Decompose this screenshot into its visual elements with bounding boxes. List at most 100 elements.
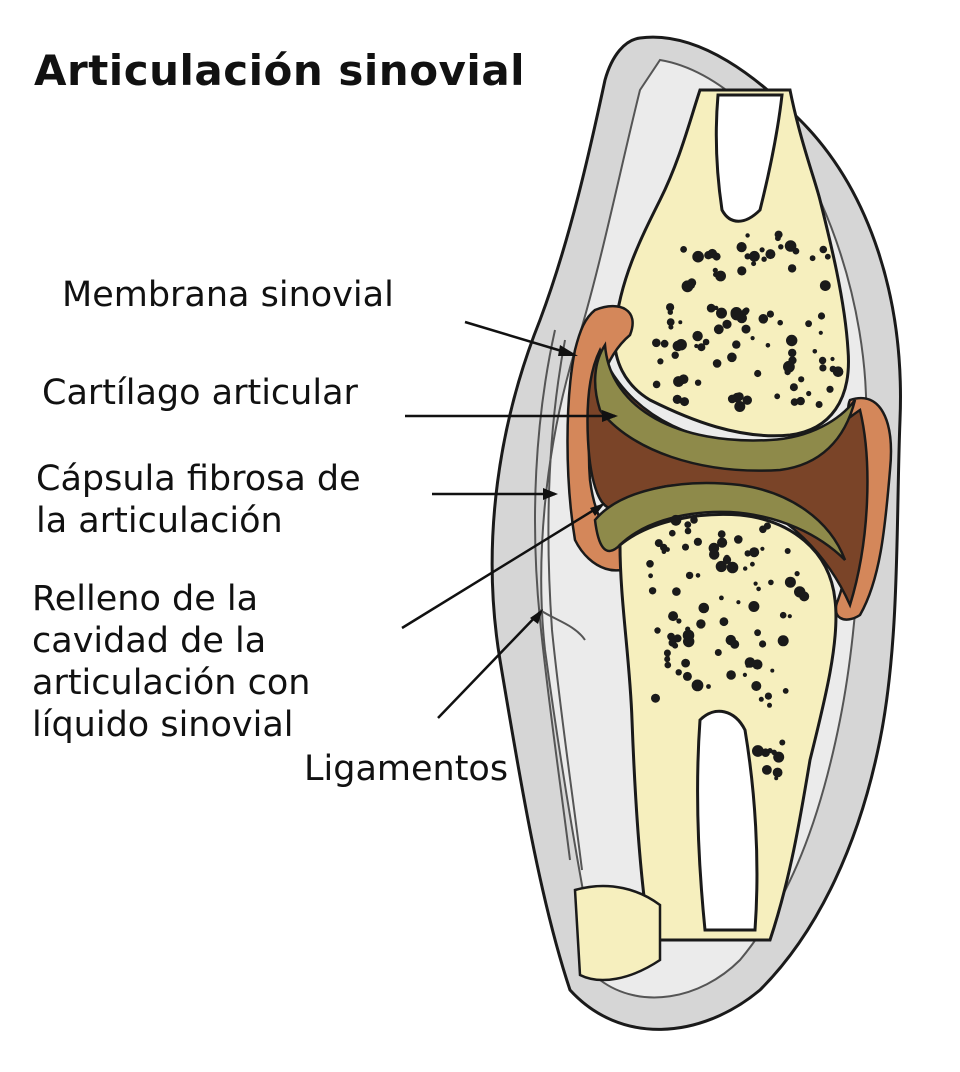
- bone-texture-dot: [824, 253, 831, 260]
- bone-texture-dot: [789, 383, 798, 392]
- bone-texture-dot: [786, 334, 798, 347]
- lower-bone-shaft-end: [573, 884, 662, 982]
- label-ligamentos: Ligamentos: [304, 749, 509, 789]
- bone-texture-dot: [681, 658, 690, 668]
- bone-texture-dot: [798, 376, 805, 383]
- bone-texture-dot: [717, 530, 726, 538]
- bone-texture-dot: [784, 548, 791, 554]
- bone-texture-dot: [779, 739, 786, 746]
- bone-texture-dot: [819, 245, 828, 254]
- bone-texture-dot: [693, 537, 703, 546]
- bone-texture-dot: [736, 600, 741, 605]
- bone-texture-dot: [682, 543, 689, 551]
- bone-texture-dot: [774, 393, 781, 400]
- bone-texture-dot: [775, 235, 781, 242]
- bone-texture-dot: [817, 312, 826, 320]
- label-relleno-line-4: líquido sinovial: [32, 705, 294, 745]
- bone-texture-dot: [737, 266, 747, 276]
- bone-texture-dot: [772, 767, 783, 778]
- bone-texture-dot: [765, 249, 776, 260]
- label-relleno-cavidad: Relleno de la cavidad de la articulación…: [32, 578, 310, 746]
- label-capsula-fibrosa: Cápsula fibrosa de la articulación: [36, 458, 361, 542]
- bone-texture-dot: [709, 549, 720, 560]
- bone-texture-dot: [706, 684, 711, 689]
- bone-texture-dot: [670, 514, 682, 526]
- bone-texture-dot: [725, 634, 736, 646]
- bone-texture-dot: [730, 307, 743, 319]
- bone-texture-dot: [770, 668, 775, 673]
- bone-texture-dot: [654, 627, 661, 634]
- bone-texture-dot: [667, 309, 673, 315]
- bone-texture-dot: [754, 369, 762, 378]
- bone-texture-dot: [692, 250, 704, 263]
- bone-texture-dot: [778, 244, 784, 250]
- bone-texture-dot: [819, 364, 827, 372]
- lower-bone-cavity: [696, 709, 759, 932]
- bone-texture-dot: [668, 324, 674, 330]
- bone-texture-dot: [665, 547, 670, 552]
- bone-texture-dot: [766, 310, 775, 318]
- bone-texture-dot: [744, 253, 751, 260]
- bone-texture-dot: [712, 359, 722, 368]
- label-relleno-line-3: articulación con: [32, 663, 311, 703]
- bone-texture-dot: [812, 349, 818, 354]
- bone-texture-dot: [714, 305, 719, 311]
- bone-texture-dot: [675, 339, 687, 351]
- bone-texture-dot: [809, 255, 816, 262]
- bone-texture-dot: [779, 611, 787, 619]
- bone-texture-dot: [787, 264, 797, 273]
- bone-texture-dot: [676, 618, 682, 624]
- bone-texture-dot: [732, 340, 741, 349]
- bone-texture-dot: [806, 390, 812, 397]
- bone-texture-dot: [648, 573, 653, 579]
- bone-texture-dot: [830, 356, 835, 362]
- bone-texture-dot: [826, 385, 834, 393]
- bone-texture-dot: [759, 640, 767, 648]
- bone-texture-dot: [664, 661, 672, 669]
- bone-texture-dot: [774, 776, 779, 781]
- bone-texture-dot: [805, 320, 812, 328]
- bone-texture-dot: [749, 547, 760, 558]
- bone-texture-dot: [673, 376, 684, 387]
- bone-texture-dot: [672, 587, 681, 596]
- bone-texture-dot: [758, 696, 764, 702]
- bone-texture-dot: [652, 338, 661, 348]
- bone-texture-dot: [652, 380, 661, 389]
- bone-texture-dot: [765, 343, 771, 348]
- bone-texture-dot: [694, 343, 699, 349]
- bone-texture-dot: [819, 280, 831, 291]
- bone-texture-dot: [758, 314, 769, 324]
- bone-texture-dot: [752, 745, 764, 757]
- bone-texture-dot: [685, 626, 691, 632]
- bone-texture-dot: [680, 246, 687, 253]
- bone-texture-dot: [748, 601, 760, 612]
- bone-texture-dot: [753, 581, 758, 586]
- bone-texture-dot: [675, 669, 682, 676]
- bone-texture-dot: [714, 649, 722, 656]
- bone-texture-dot: [736, 242, 747, 253]
- bone-texture-dot: [727, 352, 737, 363]
- bone-texture-dot: [759, 247, 765, 253]
- bone-texture-dot: [835, 371, 841, 377]
- bone-texture-dot: [682, 671, 692, 681]
- bone-texture-dot: [668, 611, 679, 622]
- bone-texture-dot: [750, 561, 755, 567]
- bone-texture-dot: [695, 573, 701, 578]
- bone-texture-dot: [727, 394, 737, 404]
- bone-texture-dot: [741, 324, 751, 334]
- bone-texture-dot: [818, 356, 827, 365]
- bone-texture-dot: [691, 679, 704, 692]
- bone-texture-dot: [713, 324, 724, 335]
- bone-texture-dot: [669, 529, 676, 537]
- bone-texture-dot: [777, 319, 783, 326]
- bone-texture-dot: [734, 535, 743, 544]
- diagram-title: Articulación sinovial: [34, 46, 526, 95]
- bone-texture-dot: [717, 537, 728, 548]
- bone-texture-dot: [702, 338, 710, 346]
- bone-texture-dot: [722, 555, 732, 565]
- label-relleno-line-2: cavidad de la: [32, 621, 267, 661]
- bone-texture-dot: [767, 702, 772, 708]
- bone-texture-dot: [715, 270, 726, 282]
- bone-texture-dot: [646, 560, 654, 568]
